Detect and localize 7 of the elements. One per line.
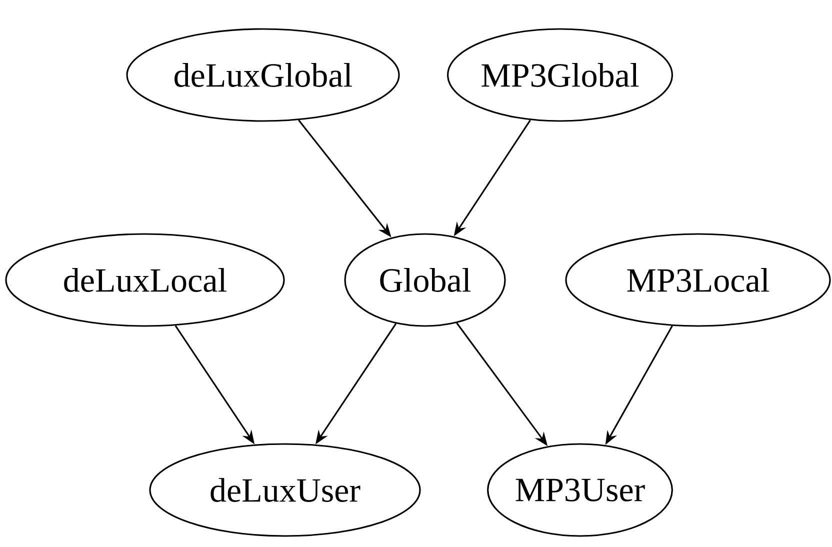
ellipse-node: MP3Local	[565, 233, 831, 327]
ellipse-node: MP3Global	[447, 28, 673, 122]
ellipse-node: deLuxUser	[149, 443, 421, 537]
ellipse-node: Global	[344, 233, 506, 327]
ellipse-node: MP3User	[487, 443, 673, 537]
ellipse-node: deLuxLocal	[5, 233, 285, 327]
ellipse-node: deLuxGlobal	[126, 28, 400, 122]
